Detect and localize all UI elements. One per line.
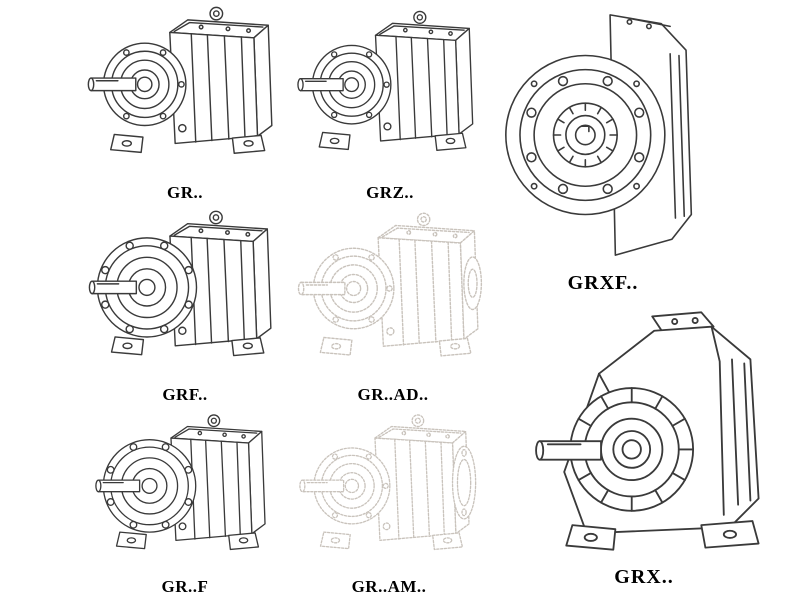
model-figure-grxf: GRXF.. (497, 0, 709, 296)
model-figure-gr-am: GR..AM.. (286, 410, 492, 598)
model-figure-grx: GRX.. (500, 298, 788, 590)
model-label-grf: GRF.. (162, 385, 208, 404)
model-label-gr: GR.. (167, 183, 203, 202)
helical-gearbox-iso-drawing (292, 2, 488, 181)
gearbox-with-input-adapter-ghost-drawing (290, 208, 496, 383)
model-figure-grz: GRZ.. (292, 2, 488, 204)
model-figure-gr-f: GR..F (82, 410, 288, 598)
model-label-grx: GRX.. (614, 566, 674, 588)
model-label-gr-am: GR..AM.. (351, 577, 427, 596)
helical-gearbox-iso-drawing (82, 2, 288, 181)
flange-gearbox-iso-drawing (82, 206, 288, 383)
model-figure-gr: GR.. (82, 2, 288, 204)
model-label-grz: GRZ.. (366, 183, 414, 202)
large-helical-gearbox-iso-drawing (500, 298, 788, 564)
foot-and-flange-gearbox-iso-drawing (82, 410, 288, 575)
flange-mounted-gearbox-front-drawing (497, 0, 709, 270)
model-figure-gr-ad: GR..AD.. (290, 208, 496, 406)
model-label-grxf: GRXF.. (567, 272, 639, 294)
gearbox-with-motor-adapter-ghost-drawing (286, 410, 492, 575)
model-label-gr-ad: GR..AD.. (357, 385, 429, 404)
model-label-gr-f: GR..F (161, 577, 209, 596)
model-figure-grf: GRF.. (82, 206, 288, 406)
